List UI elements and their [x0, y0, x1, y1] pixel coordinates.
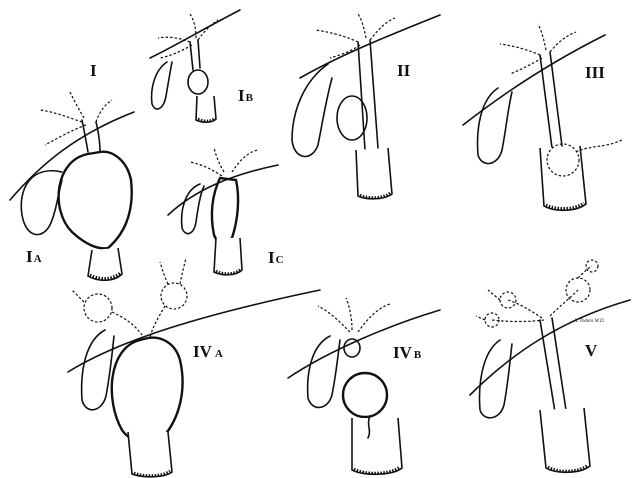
- duodenum: [128, 432, 172, 477]
- intrahepatic-ducts-dashed: [476, 266, 592, 322]
- intrahepatic-cyst: [500, 292, 516, 308]
- intrahepatic-ducts-dashed: [40, 92, 112, 145]
- duodenum: [356, 148, 392, 199]
- liver-edge-line: [288, 310, 440, 378]
- cyst-upper: [344, 339, 360, 357]
- label-type-II: II: [397, 61, 411, 80]
- intrahepatic-ducts-dashed: [315, 14, 395, 58]
- panel-II-drawing: [292, 14, 440, 199]
- choledochal-cyst-fusiform: [212, 178, 238, 243]
- common-bile-duct: [540, 52, 562, 148]
- label-type-V: V: [585, 341, 598, 360]
- label-type-I: I: [90, 61, 97, 80]
- panel-III-drawing: [463, 24, 622, 210]
- liver-edge-line: [150, 10, 240, 58]
- panel-IVB-drawing: [288, 298, 440, 474]
- duodenum: [352, 418, 402, 474]
- intrahepatic-ducts-dashed: [318, 298, 390, 332]
- cyst-main: [343, 373, 387, 417]
- focal-cyst: [188, 70, 208, 94]
- gallbladder: [292, 64, 332, 156]
- label-type-IA: IA: [26, 247, 42, 266]
- gallbladder: [82, 330, 114, 410]
- duodenum: [540, 146, 586, 210]
- choledochal-cyst-fusiform: [59, 152, 132, 249]
- panel-IVA-drawing: [68, 258, 320, 477]
- intrahepatic-cyst: [84, 294, 112, 322]
- label-type-IB: IB: [238, 86, 254, 105]
- gallbladder: [152, 62, 172, 109]
- liver-edge-line: [463, 35, 605, 125]
- duodenum: [214, 238, 242, 275]
- intrahepatic-ducts-dashed: [500, 24, 576, 74]
- duodenum: [540, 408, 590, 472]
- panel-V-drawing: A. Todani M.D.: [470, 260, 630, 472]
- choledochal-cyst-fusiform: [112, 338, 183, 443]
- panel-IB-drawing: [150, 10, 240, 122]
- label-type-III: III: [585, 63, 605, 82]
- gallbladder: [478, 88, 512, 164]
- liver-edge-line: [168, 165, 278, 215]
- label-type-IC: IC: [268, 248, 284, 267]
- intrahepatic-cyst: [161, 283, 187, 309]
- artist-signature: A. Todani M.D.: [573, 319, 605, 324]
- panel-IC-drawing: [168, 148, 278, 275]
- gallbladder: [308, 336, 340, 407]
- intrahepatic-ducts-dashed: [158, 14, 218, 58]
- common-bile-duct: [358, 40, 378, 150]
- gallbladder: [480, 340, 512, 418]
